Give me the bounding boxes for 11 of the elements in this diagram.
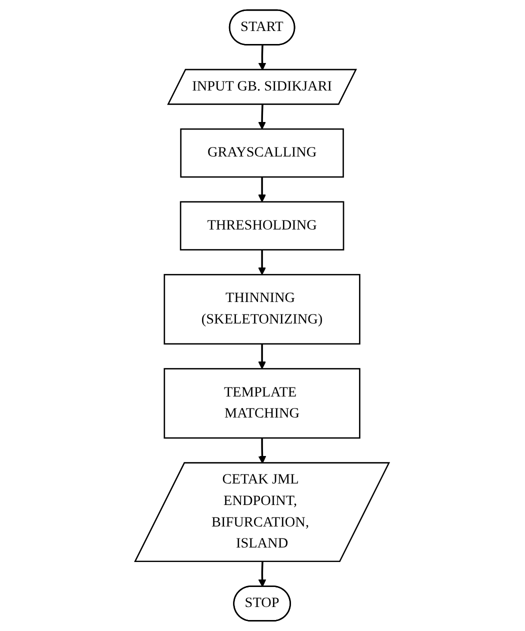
arrow [258, 177, 266, 202]
arrow [258, 344, 266, 370]
arrow [258, 104, 266, 130]
node-box: THRESHOLDING [180, 201, 345, 250]
arrow [258, 250, 266, 275]
arrow [258, 45, 267, 70]
node-box: THINNING (SKELETONIZING) [164, 274, 361, 345]
arrow [258, 438, 267, 464]
arrow [258, 562, 267, 588]
node-box: GRAYSCALLING [180, 128, 344, 178]
node-box: TEMPLATE MATCHING [164, 368, 361, 439]
